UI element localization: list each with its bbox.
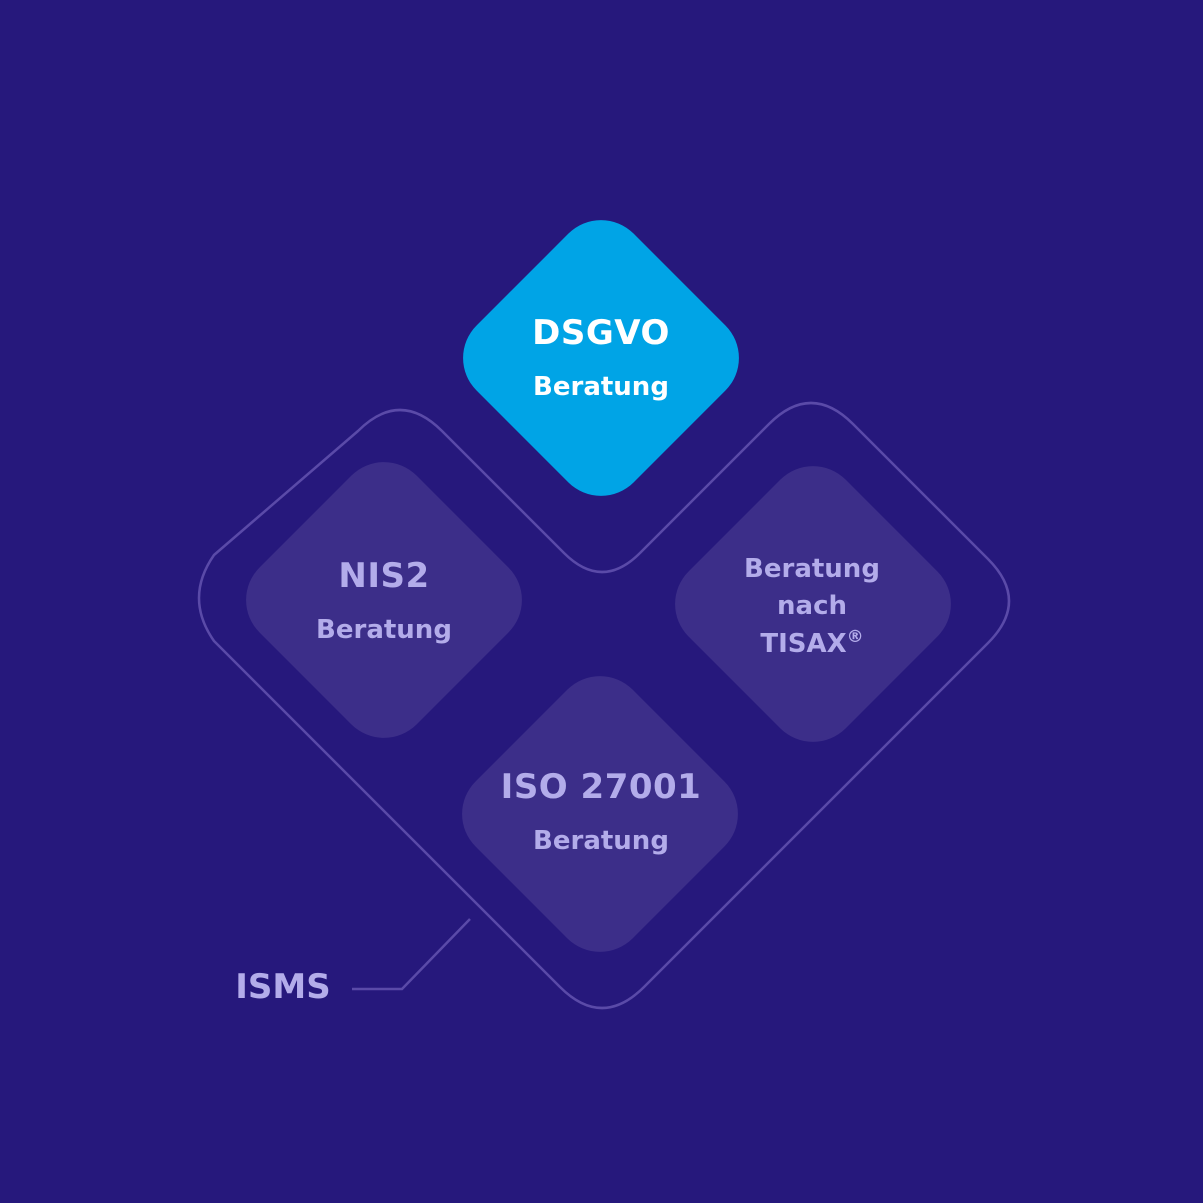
tisax-line-3: TISAX® [760, 629, 863, 659]
isms-outline [197, 401, 1011, 1010]
isms-connector-line [352, 918, 471, 991]
dsgvo-title: DSGVO [532, 313, 670, 353]
dsgvo-tile [463, 220, 739, 496]
tisax-line-2: nach [777, 591, 847, 621]
tisax-name: TISAX [760, 629, 847, 659]
tisax-line-1: Beratung [744, 554, 880, 584]
nis2-subtitle: Beratung [316, 615, 452, 645]
nis2-title: NIS2 [338, 556, 430, 596]
isms-label: ISMS [235, 967, 331, 1007]
dsgvo-subtitle: Beratung [533, 372, 669, 402]
iso-27001-tile [462, 676, 738, 952]
registered-mark: ® [846, 627, 864, 647]
iso-subtitle: Beratung [533, 826, 669, 856]
tisax-tile [675, 466, 951, 742]
nis2-tile [246, 462, 522, 738]
iso-title: ISO 27001 [500, 767, 702, 807]
